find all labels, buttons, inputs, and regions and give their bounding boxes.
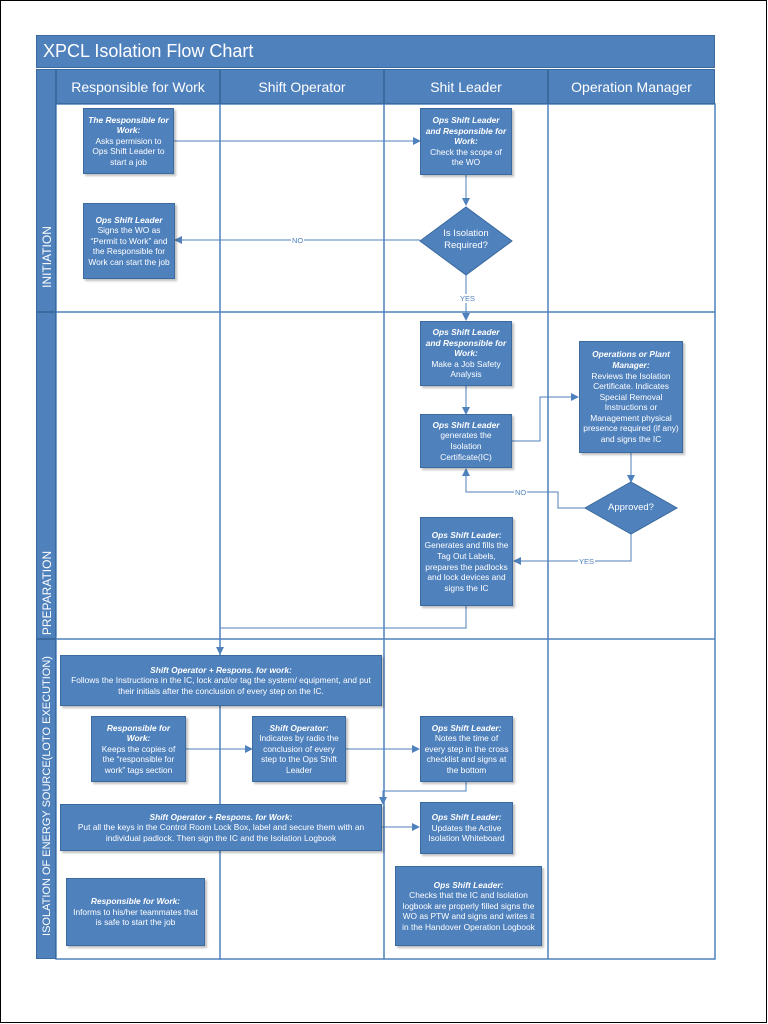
box-head: Shift Operator + Respons. for work:	[150, 664, 292, 675]
box-body: Put all the keys in the Control Room Loc…	[77, 822, 365, 843]
edge-tagout-to-follow	[216, 606, 467, 655]
box-head: Ops Shift Leader	[432, 419, 500, 430]
box-head: Ops Shift Leader:	[431, 529, 502, 540]
decision-isolation-required	[419, 206, 513, 276]
edge-approved-no	[462, 468, 586, 509]
box-body: Check the scope of the WO	[430, 146, 502, 168]
box-head: Operations or Plant Manager:	[592, 349, 670, 370]
box-body: Asks permision to Ops Shift Leader to st…	[92, 135, 165, 167]
box-head: Ops Shift Leader and Responsible for Wor…	[425, 327, 507, 359]
box-body: Keeps the copies of the “responsible for…	[101, 743, 176, 775]
box-body: Generates and fills the Tag Out Labels, …	[424, 540, 509, 593]
decision-isolation-text: Is Isolation Required?	[443, 228, 489, 251]
box-body: Informs to his/her teammates that is saf…	[73, 906, 198, 928]
lane-band-initiation: INITIATION	[36, 69, 56, 312]
column-header-responsible: Responsible for Work	[56, 69, 220, 104]
box-notes-time: Ops Shift Leader:Notes the time of every…	[420, 716, 513, 782]
box-review-ic: Operations or Plant Manager:Reviews the …	[579, 341, 683, 453]
box-body: generates the Isolation Certificate(IC)	[440, 430, 492, 462]
box-request-start: The Responsible for Work:Asks permision …	[83, 108, 174, 174]
edge-ic-to-review	[512, 393, 579, 442]
lane-band-preparation: PREPARATION	[36, 312, 56, 639]
decision-approved	[583, 481, 679, 535]
box-head: Responsible for Work:	[90, 896, 181, 907]
title-bar: XPCL Isolation Flow Chart	[36, 35, 715, 68]
box-head: The Responsible for Work:	[88, 114, 169, 136]
edge-notes-to-keys	[379, 782, 467, 805]
box-body: Notes the time of every step in the cros…	[424, 733, 509, 775]
box-job-safety-analysis: Ops Shift Leader and Responsible for Wor…	[420, 321, 512, 386]
lane-label-initiation: INITIATION	[40, 226, 54, 288]
box-body: Indicates by radio the conclusion of eve…	[259, 733, 339, 775]
box-head: Responsible for Work:	[106, 722, 171, 744]
box-follow-instructions: Shift Operator + Respons. for work:Follo…	[60, 655, 382, 706]
box-head: Shift Operator + Respons. for Work:	[149, 811, 293, 822]
box-head: Ops Shift Leader:	[433, 879, 504, 890]
box-head: Ops Shift Leader and Responsible for Wor…	[425, 115, 507, 147]
column-header-operation-manager: Operation Manager	[548, 69, 715, 104]
lane-grid	[55, 103, 716, 960]
edge-label-no-approved: NO	[514, 488, 528, 497]
chart-title: XPCL Isolation Flow Chart	[43, 41, 254, 61]
box-head: Ops Shift Leader	[95, 214, 163, 225]
box-head: Shift Operator:	[269, 722, 329, 733]
box-inform-team: Responsible for Work:Informs to his/her …	[66, 878, 205, 946]
box-body: Reviews the Isolation Certificate. Indic…	[583, 370, 679, 445]
column-header-shift-operator: Shift Operator	[220, 69, 384, 104]
lane-label-isolation: ISOLATION OF ENERGY SOURCE(LOTO EXECUTIO…	[41, 656, 53, 936]
column-header-shift-leader: Shit Leader	[384, 69, 548, 104]
box-head: Ops Shift Leader:	[431, 722, 502, 733]
box-radio: Shift Operator:Indicates by radio the co…	[252, 716, 346, 782]
edge-approved-yes	[513, 534, 632, 565]
box-body: Follows the Instructions in the IC, lock…	[71, 675, 371, 696]
box-body: Checks that the IC and Isolation logbook…	[402, 890, 535, 932]
edge-label-no: NO	[291, 236, 305, 245]
box-head: Ops Shift Leader:	[431, 812, 502, 823]
box-check-logbook: Ops Shift Leader:Checks that the IC and …	[395, 866, 542, 946]
edge-label-yes-approved: YES	[578, 557, 596, 566]
box-tag-out: Ops Shift Leader:Generates and fills the…	[420, 517, 513, 606]
edge-label-yes: YES	[459, 294, 477, 303]
box-body: Signs the WO as “Permit to Work” and the…	[88, 225, 170, 267]
box-body: Make a Job Safety Analysis	[431, 358, 501, 380]
box-body: Updates the Active Isolation Whiteboard	[428, 822, 505, 844]
lane-band-isolation: ISOLATION OF ENERGY SOURCE(LOTO EXECUTIO…	[36, 639, 56, 959]
box-keep-copies: Responsible for Work:Keeps the copies of…	[91, 716, 186, 782]
box-whiteboard: Ops Shift Leader:Updates the Active Isol…	[420, 802, 513, 854]
decision-approved-text: Approved?	[608, 502, 654, 513]
box-keys: Shift Operator + Respons. for Work:Put a…	[60, 804, 382, 851]
box-check-scope: Ops Shift Leader and Responsible for Wor…	[420, 108, 512, 175]
